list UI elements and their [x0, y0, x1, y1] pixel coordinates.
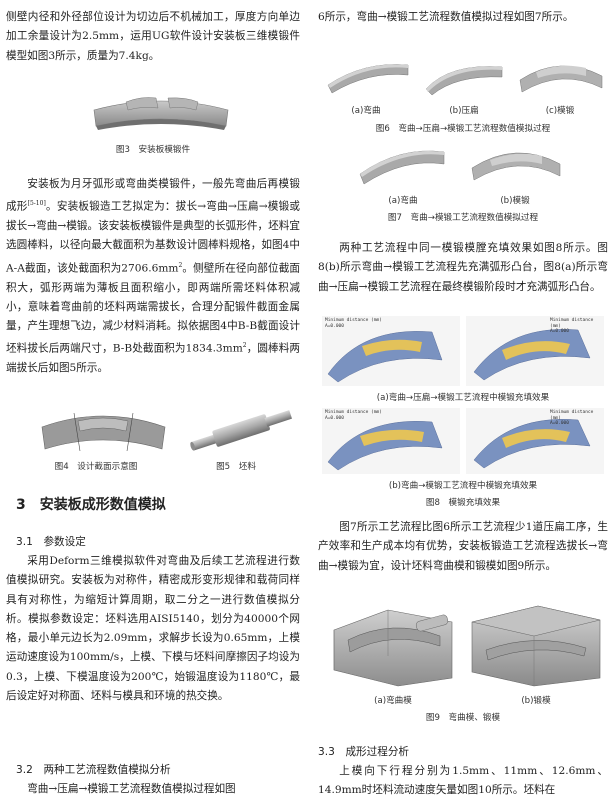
fig8-sub-a: (a)弯曲→压扁→模锻工艺流程中模锻充填效果	[376, 393, 550, 403]
fig7-sub-b: (b)模锻	[500, 196, 530, 206]
fig8-sub-b: (b)弯曲→模锻工艺流程中模锻充填效果	[388, 481, 538, 491]
figure6c-die-forging-image	[519, 65, 603, 93]
figure9a-bending-die-image	[333, 609, 453, 687]
fig8b1-legend-a-value: 0.000	[330, 415, 344, 421]
figure9-caption: 图9 弯曲模、锻模	[425, 713, 501, 723]
figure6b-flattening-image	[425, 66, 503, 96]
intro-paragraph: 侧壁内径和外径部位设计为切边后不机械加工，厚度方向单边加工余量设计为2.5mm，…	[6, 11, 300, 62]
figure8-caption: 图8 模锻充填效果	[425, 498, 501, 508]
fig8a2-legend-a-value: 0.000	[555, 329, 569, 334]
fig8b1-legend: Minimum distance (mm)A=0.000	[325, 410, 382, 421]
process-text-a: 安装板为月牙弧形或弯曲类模锻件，一般先弯曲后再模锻成形	[6, 178, 300, 213]
fig9-sub-a: (a)弯曲模	[374, 696, 412, 706]
fig8b2-legend: Minimum distance (mm)A=0.000	[550, 410, 604, 427]
figure7a-bending-image	[359, 150, 445, 185]
figure3-forging-image	[93, 97, 229, 130]
fig8a2-legend-title: Minimum distance (mm)	[550, 318, 594, 329]
fig8b2-legend-title: Minimum distance (mm)	[550, 410, 594, 421]
fig8a1-legend-title: Minimum distance (mm)	[325, 318, 382, 323]
fig8a2-legend: Minimum distance (mm)A=0.000	[550, 318, 604, 335]
fig8a1-legend: Minimum distance (mm)A=0.000	[325, 318, 382, 329]
fig8b2-legend-a-label: A=	[550, 421, 556, 426]
section31-heading: 3.1 参数设定	[16, 536, 86, 548]
process-text-c: 。侧壁所在径向部位截面积大，弧形两端为薄板且面积缩小，即两端所需坯料体积减小，意…	[6, 262, 301, 355]
fig8a1-legend-a-value: 0.000	[330, 323, 344, 329]
figure7-caption: 图7 弯曲→模锻工艺流程数值模拟过程	[387, 213, 539, 223]
fig7-sub-a: (a)弯曲	[388, 196, 418, 206]
fig9-sub-b: (b)锻模	[521, 696, 551, 706]
process-text-d: ，圆棒料两端拔长后如图5所示。	[6, 342, 301, 375]
fig8a1-legend-a-label: A=	[325, 323, 331, 329]
section33-heading: 3.3 成形过程分析	[318, 746, 410, 758]
figure8b-plot-1: Minimum distance (mm)A=0.000	[322, 408, 460, 474]
process-text-b: 。安装板锻造工艺拟定为：拔长→弯曲→压扁→模锻或拔长→弯曲→模锻。该安装板模锻件…	[6, 200, 300, 275]
fig6-sub-b: (b)压扁	[449, 106, 479, 116]
params-paragraph: 采用Deform三维模拟软件对弯曲及后续工艺流程进行数值模拟研究。安装板为对称件…	[6, 555, 300, 703]
figure4-section-diagram	[41, 412, 166, 452]
figure8a-plot-1: Minimum distance (mm)A=0.000	[322, 316, 460, 386]
figure9b-forging-die-image	[471, 605, 601, 687]
fig8b1-legend-a-label: A=	[325, 415, 331, 421]
figure6a-bending-image	[327, 64, 409, 94]
figure8b-plot-2: Minimum distance (mm)A=0.000	[466, 408, 604, 474]
section3-heading: 3 安装板成形数值模拟	[16, 497, 166, 513]
section33-paragraph: 上模向下行程分别为1.5mm、11mm、12.6mm、14.9mm时坯料流动速度…	[318, 765, 608, 797]
compare-paragraph: 图7所示工艺流程比图6所示工艺流程少1道压扁工序，生产效率和生产成本均有优势，安…	[318, 521, 608, 572]
figure5-billet-image	[190, 410, 293, 451]
figure4-caption: 图4 设计截面示意图	[54, 462, 138, 472]
figure7b-die-forging-image	[471, 152, 561, 181]
figure6-caption: 图6 弯曲→压扁→模锻工艺流程数值模拟过程	[375, 124, 551, 134]
process-sup-2: 2	[242, 342, 247, 350]
fig8a2-legend-a-label: A=	[550, 329, 556, 334]
fig8b1-legend-title: Minimum distance (mm)	[325, 410, 382, 415]
fig6-sub-c: (c)模锻	[545, 106, 575, 116]
process-sup-1: 2	[178, 261, 183, 269]
section32-heading: 3.2 两种工艺流程数值模拟分析	[16, 764, 171, 776]
fig6-sub-a: (a)弯曲	[351, 106, 381, 116]
fill-effect-paragraph: 两种工艺流程中同一模锻模膛充填效果如图8所示。图8(b)所示弯曲→模锻工艺流程先…	[318, 242, 608, 293]
section32-paragraph-start: 弯曲→压扁→模锻工艺流程数值模拟过程如图	[27, 783, 236, 795]
fig8b2-legend-a-value: 0.000	[555, 421, 569, 426]
process-paragraph: 安装板为月牙弧形或弯曲类模锻件，一般先弯曲后再模锻成形[5-10]。安装板锻造工…	[6, 175, 300, 379]
process-ref: [5-10]	[27, 200, 46, 208]
figure8a-plot-2: Minimum distance (mm)A=0.000	[466, 316, 604, 386]
fig6-intro-paragraph: 6所示，弯曲→模锻工艺流程数值模拟过程如图7所示。	[318, 11, 574, 23]
figure5-caption: 图5 坯料	[216, 462, 256, 472]
figure3-caption: 图3 安装板模锻件	[115, 145, 191, 155]
